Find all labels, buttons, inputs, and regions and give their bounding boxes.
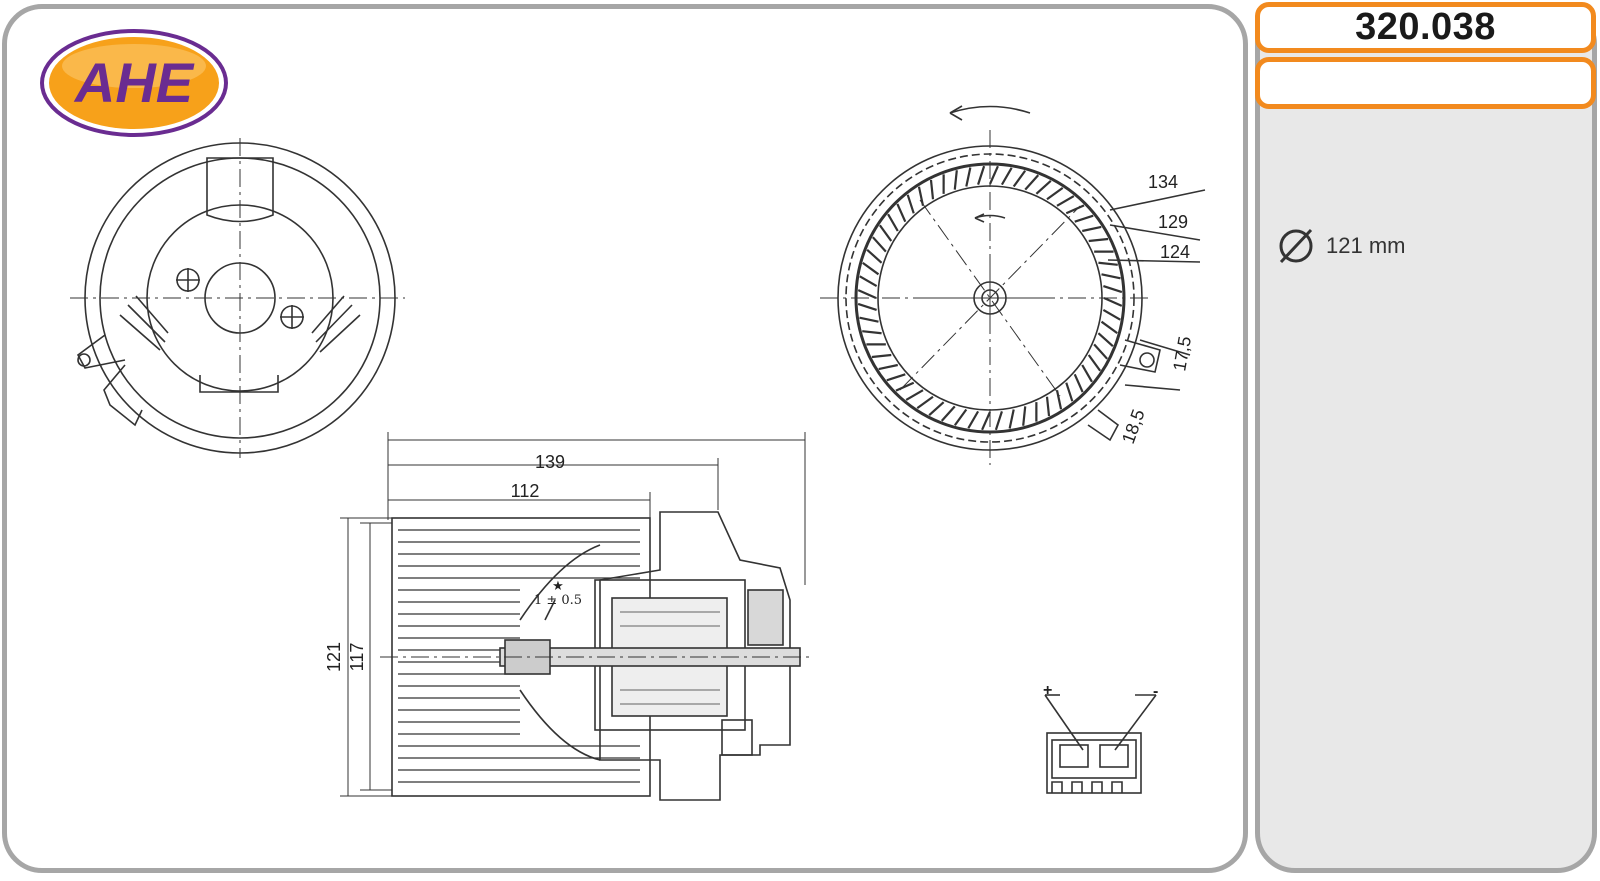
impeller-blade xyxy=(929,179,935,200)
impeller-blade xyxy=(887,213,899,232)
impeller-blade xyxy=(862,261,880,276)
impeller-blade xyxy=(1073,373,1084,393)
impeller-blade xyxy=(895,381,915,392)
diameter-icon xyxy=(1279,228,1313,264)
impeller-blade xyxy=(1024,174,1040,191)
impeller-blade xyxy=(916,395,934,410)
dim-124: 124 xyxy=(1160,242,1190,262)
impeller-blade xyxy=(1065,204,1085,215)
impeller-blade xyxy=(1035,180,1052,195)
impeller-blade xyxy=(1097,332,1114,348)
impeller-blade xyxy=(1087,354,1102,372)
impeller-blade xyxy=(1103,296,1123,307)
impeller-blade xyxy=(886,373,906,382)
impeller-blade xyxy=(862,330,882,335)
impeller-blade xyxy=(965,167,972,187)
impeller-blade xyxy=(967,410,980,429)
impeller-blade xyxy=(857,289,877,300)
impeller-blade xyxy=(1046,186,1064,201)
impeller-blade xyxy=(1098,261,1118,266)
dim-112: 112 xyxy=(511,481,540,501)
dim-134: 134 xyxy=(1148,172,1178,192)
side-section-view xyxy=(340,432,810,801)
impeller-blade xyxy=(1056,195,1075,207)
impeller-blade xyxy=(866,248,883,264)
tolerance-label: 1 ± 0.5 xyxy=(534,593,582,608)
impeller-blade xyxy=(1000,167,1013,186)
impeller-blade xyxy=(905,389,924,401)
secondary-box xyxy=(1255,57,1596,109)
dim-117: 117 xyxy=(347,643,367,672)
main-drawing-panel xyxy=(2,4,1248,873)
part-number-box: 320.038 xyxy=(1255,2,1596,53)
impeller-blade xyxy=(1100,320,1118,335)
connector-plus: + xyxy=(1043,682,1052,699)
logo-text: AHE xyxy=(73,51,195,114)
impeller-blade xyxy=(1008,409,1015,429)
impeller-blade xyxy=(994,411,1003,431)
impeller-blade xyxy=(1102,308,1121,321)
impeller-blade xyxy=(859,275,878,288)
dim-17-5: 17,5 xyxy=(1169,335,1195,373)
impeller-blade xyxy=(981,411,992,431)
diameter-spec: 121 mm xyxy=(1276,226,1405,266)
impeller-blade xyxy=(1088,237,1109,243)
info-side-panel xyxy=(1255,4,1597,873)
impeller-blade xyxy=(872,236,887,253)
impeller-blade xyxy=(906,194,915,214)
dim-139: 139 xyxy=(535,452,565,472)
impeller-dimensions: 134 129 124 17,5 18,5 xyxy=(1118,172,1195,446)
impeller-blade xyxy=(953,170,958,190)
impeller-blade xyxy=(878,224,893,242)
section-dimensions: 139 112 121 117 1 ± 0.5 ★ xyxy=(324,452,582,672)
connector-view xyxy=(1044,694,1157,794)
impeller-blade xyxy=(878,363,899,371)
impeller-blade xyxy=(1103,285,1123,294)
impeller-blade xyxy=(1055,389,1063,410)
diameter-value: 121 mm xyxy=(1326,233,1406,258)
dim-129: 129 xyxy=(1158,212,1188,232)
connector-minus: - xyxy=(1153,683,1158,700)
impeller-blade xyxy=(1101,273,1121,280)
front-view xyxy=(70,138,405,458)
part-number: 320.038 xyxy=(1355,6,1496,48)
dim-121: 121 xyxy=(324,642,344,672)
impeller-blade xyxy=(977,165,986,185)
impeller-blade xyxy=(953,408,968,426)
impeller-blade xyxy=(871,353,892,359)
impeller-blade xyxy=(1074,214,1094,223)
impeller-blade xyxy=(940,405,956,422)
dim-18-5: 18,5 xyxy=(1118,407,1149,447)
impeller-blade xyxy=(928,401,945,416)
impeller-blade xyxy=(1081,364,1093,383)
impeller-blade xyxy=(988,165,999,185)
impeller-blade xyxy=(1065,382,1074,402)
impeller-blade xyxy=(1045,396,1051,417)
star-icon: ★ xyxy=(552,579,564,594)
ahe-logo: AHE xyxy=(40,29,228,137)
impeller-blade xyxy=(859,316,879,323)
impeller-blade xyxy=(1093,343,1108,360)
impeller-view xyxy=(820,105,1206,465)
impeller-blade xyxy=(1022,406,1027,426)
impeller-blade xyxy=(857,302,877,311)
impeller-blade xyxy=(1081,225,1102,233)
impeller-blade xyxy=(896,203,907,223)
impeller-blade xyxy=(1012,170,1027,188)
